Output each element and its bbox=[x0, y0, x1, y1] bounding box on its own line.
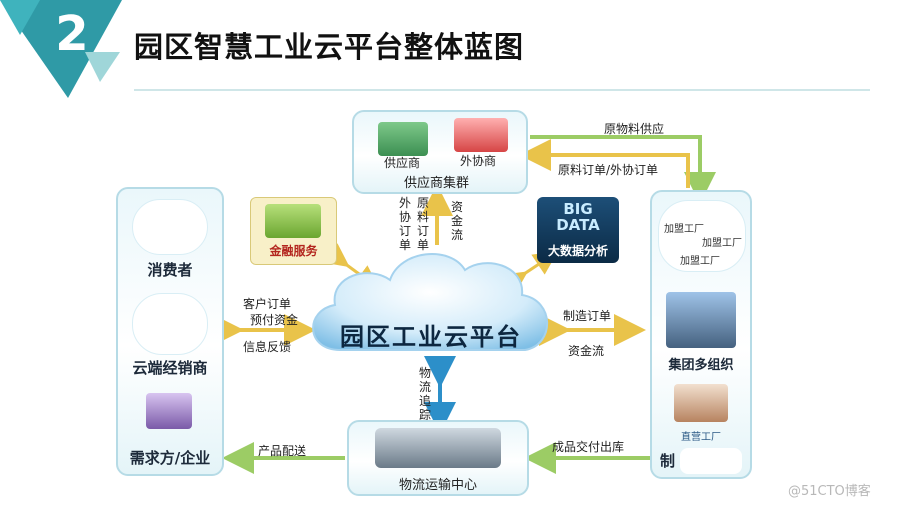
section-number-badge bbox=[0, 0, 122, 98]
prepay-label: 预付资金 bbox=[250, 313, 299, 327]
capital-v-label: 资金流 bbox=[450, 200, 463, 242]
overlay-patch bbox=[680, 448, 742, 474]
money-icon bbox=[265, 204, 321, 238]
factory-a-label: 加盟工厂 bbox=[664, 224, 704, 235]
supplier-label: 供应商 bbox=[384, 156, 421, 170]
outsource-label: 外协商 bbox=[460, 154, 497, 168]
data-text: DATA bbox=[556, 216, 600, 234]
supplier-icon bbox=[378, 122, 428, 156]
group-label: 集团多组织 bbox=[668, 358, 734, 373]
logistics-label: 物流运输中心 bbox=[398, 478, 477, 493]
tracking-v-label: 物流追踪 bbox=[418, 366, 431, 422]
factory-panel: 加盟工厂 加盟工厂 加盟工厂 集团多组织 直营工厂 制 bbox=[650, 190, 752, 479]
factory-c-label: 加盟工厂 bbox=[680, 256, 720, 267]
capital-label: 资金流 bbox=[568, 344, 605, 358]
outsource-icon bbox=[454, 118, 508, 152]
consumer-label: 消费者 bbox=[147, 261, 193, 279]
dealer-label: 云端经销商 bbox=[132, 359, 208, 377]
direct-label: 直营工厂 bbox=[681, 432, 721, 443]
airplane-icon bbox=[375, 428, 501, 468]
mfg-order-label: 制造订单 bbox=[563, 309, 612, 323]
raw-order-v-label: 原料订单 bbox=[416, 196, 429, 252]
big-data-box: BIG DATA 大数据分析 bbox=[537, 197, 619, 263]
cloud-platform-shape bbox=[312, 253, 549, 351]
feedback-label: 信息反馈 bbox=[243, 340, 292, 354]
supplier-cluster-label: 供应商集群 bbox=[404, 176, 470, 191]
finance-service-box: 金融服务 bbox=[250, 197, 337, 265]
enterprise-label: 需求方/企业 bbox=[129, 449, 211, 467]
raw-supply-label: 原物料供应 bbox=[604, 122, 665, 136]
supplier-cluster-panel: 供应商 外协商 供应商集群 bbox=[352, 110, 528, 194]
product-delivery-label: 产品配送 bbox=[258, 444, 307, 458]
big-text: BIG bbox=[563, 200, 593, 218]
bigdata-label: 大数据分析 bbox=[547, 244, 608, 258]
finance-label: 金融服务 bbox=[269, 244, 318, 258]
consumer-cloud-icon bbox=[132, 199, 208, 255]
direct-factory-icon bbox=[674, 384, 728, 422]
raw-supply-arrow bbox=[530, 135, 716, 204]
group-building-icon bbox=[666, 292, 736, 348]
raw-order-label: 原料订单/外协订单 bbox=[558, 163, 659, 177]
logistics-center-panel: 物流运输中心 bbox=[347, 420, 529, 496]
section-number: 2 bbox=[55, 6, 89, 62]
title-divider bbox=[134, 89, 870, 91]
watermark: @51CTO博客 bbox=[788, 484, 871, 499]
factory-b-label: 加盟工厂 bbox=[702, 238, 742, 249]
dealer-cloud-icon bbox=[132, 293, 208, 355]
cloud-platform-label: 园区工业云平台 bbox=[340, 323, 522, 351]
consumer-panel: 消费者 云端经销商 需求方/企业 bbox=[116, 187, 224, 476]
enterprise-icon bbox=[146, 393, 192, 429]
raw-order-arrow bbox=[519, 139, 690, 188]
outsource-order-v-label: 外协订单 bbox=[398, 196, 411, 252]
make-label: 制 bbox=[660, 452, 676, 470]
page-title: 园区智慧工业云平台整体蓝图 bbox=[134, 30, 525, 64]
customer-order-label: 客户订单 bbox=[243, 297, 292, 311]
factory-cloud-icon bbox=[658, 200, 746, 272]
delivery-out-label: 成品交付出库 bbox=[552, 440, 625, 454]
